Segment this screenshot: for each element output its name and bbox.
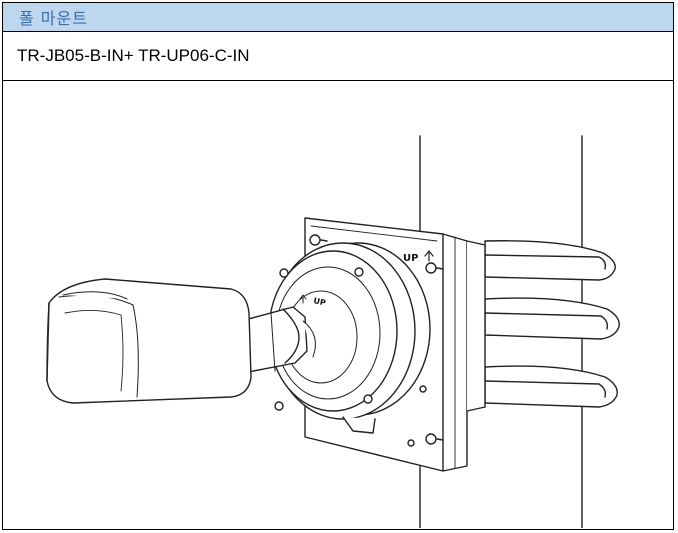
junction-box-icon <box>268 242 431 434</box>
up-arrow-small-icon <box>299 294 307 304</box>
model-row: TR-JB05-B-IN+ TR-UP06-C-IN <box>3 32 673 81</box>
model-number: TR-JB05-B-IN+ TR-UP06-C-IN <box>17 46 250 65</box>
section-header: 폴 마운트 <box>3 3 673 32</box>
up-arrow-icon <box>424 250 434 262</box>
pole-mount-illustration: UP UP <box>46 135 620 528</box>
bullet-camera-icon <box>46 278 252 404</box>
illustration-cell: UP UP <box>3 81 673 528</box>
pole-strap-icon <box>484 240 620 408</box>
up-label-plate: UP <box>403 253 418 264</box>
section-title: 폴 마운트 <box>19 9 88 28</box>
up-label-box: UP <box>313 296 327 307</box>
